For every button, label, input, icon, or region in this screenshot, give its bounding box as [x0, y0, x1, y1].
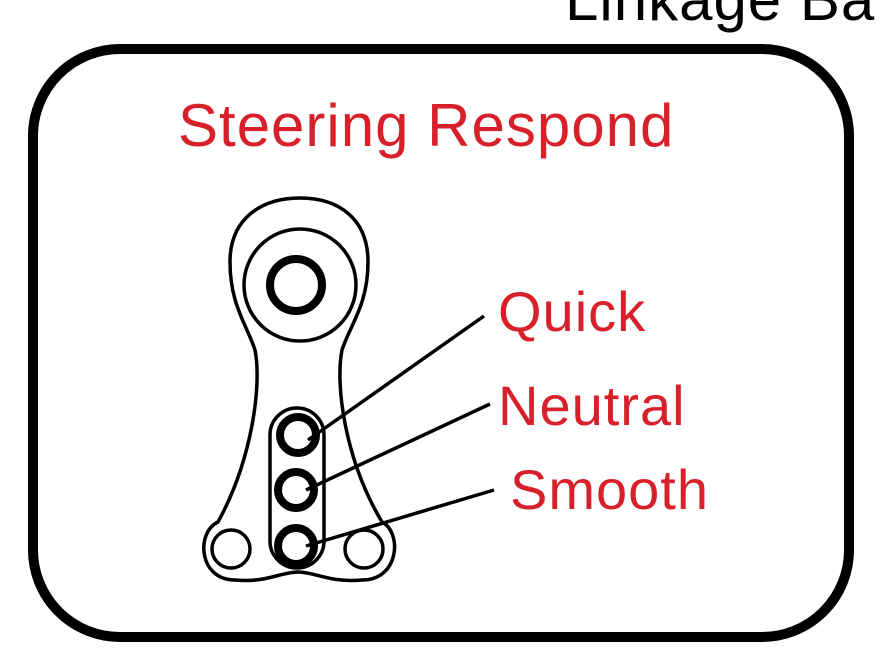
neutral-label: Neutral [498, 374, 686, 437]
pivot-outer-ring [242, 227, 358, 343]
pivot-hole [266, 255, 326, 315]
smooth-leader-line [305, 488, 495, 548]
right-side-hole [343, 528, 385, 570]
smooth-hole [274, 524, 318, 568]
smooth-label: Smooth [510, 458, 709, 521]
neutral-leader-line [305, 402, 491, 492]
page-title: Linkage Ba [565, 0, 875, 30]
neutral-hole [274, 468, 318, 512]
arm-body-outline [202, 196, 397, 583]
quick-hole [276, 413, 320, 457]
panel-heading: Steering Respond [178, 92, 675, 159]
steering-respond-panel [28, 44, 854, 642]
quick-label: Quick [498, 280, 647, 343]
left-side-hole [210, 528, 252, 570]
quick-leader-line [306, 314, 486, 442]
